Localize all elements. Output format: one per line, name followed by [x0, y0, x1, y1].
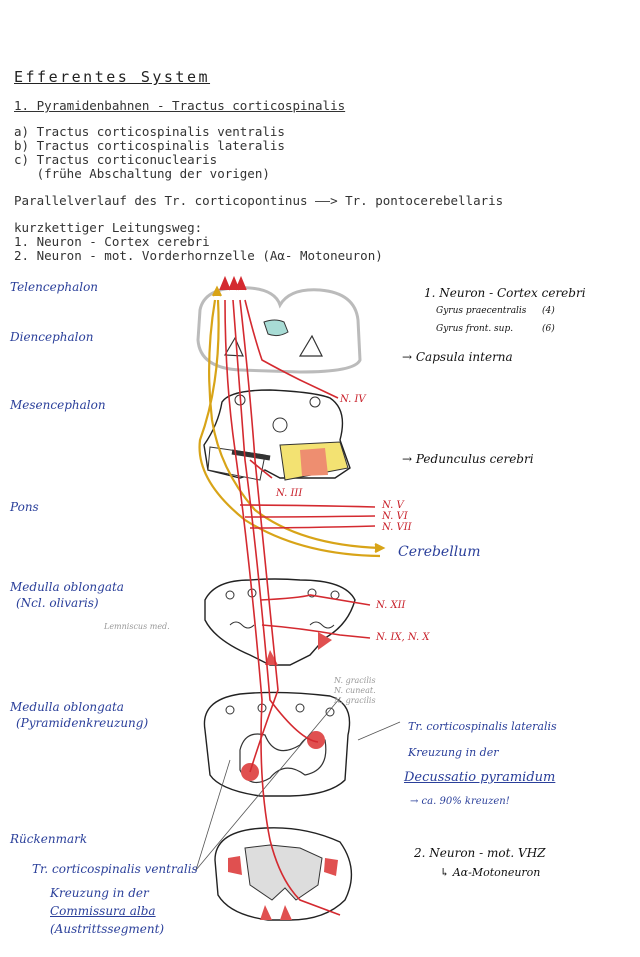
gyrus-number: (6): [542, 324, 555, 334]
pedunculus-red-area: [300, 448, 328, 476]
page-title: Efferentes System: [14, 68, 211, 86]
level-diencephalon: Diencephalon: [10, 330, 94, 344]
lateralis-note: Decussatio pyramidum: [404, 770, 556, 785]
corticonuclear-fiber-4: [244, 299, 339, 399]
nerve-label-5: N. V: [382, 500, 404, 511]
chain-item: 1. Neuron - Cortex cerebri: [14, 234, 210, 249]
corticonuclear-fiber-12: [259, 594, 371, 606]
lateralis-note: Kreuzung in der: [408, 746, 499, 759]
tract-item: a) Tractus corticospinalis ventralis: [14, 124, 285, 139]
level-telencephalon: Telencephalon: [10, 280, 99, 294]
decussation-nucleus: [225, 705, 235, 715]
lateralis-note: → ca. 90% kreuzen!: [410, 796, 510, 807]
gyrus-note: Gyrus praecentralis: [436, 306, 527, 316]
nerve-label-4: N. IV: [340, 394, 366, 405]
neuron2-note: ↳ Aα-Motoneuron: [440, 866, 541, 879]
pedunculus-note: → Pedunculus cerebri: [402, 452, 534, 466]
connector-lines: [195, 697, 401, 871]
neuron2-note: 2. Neuron - mot. VHZ: [414, 846, 546, 860]
third-ventricle: [263, 319, 289, 337]
nerve-label-9-10: N. IX, N. X: [376, 632, 430, 643]
level-medulla-2: Medulla oblongata: [10, 700, 124, 714]
level-rueckenmark: Rückenmark: [10, 832, 88, 846]
gracilis-label: N. cuneat.: [334, 686, 376, 695]
medulla-nucleus: [225, 590, 235, 600]
chain-heading: kurzkettiger Leitungsweg:: [14, 220, 203, 235]
pyramidal-fiber: [224, 299, 341, 916]
connector-line: [195, 759, 231, 871]
lateral-ventricle-right: [298, 334, 323, 357]
corticonuclear-fiber-5: [239, 504, 376, 508]
decussation-nucleus: [295, 703, 305, 713]
capsula-note: → Capsula interna: [402, 350, 513, 364]
corticonuclear-fiber-7: [249, 525, 376, 529]
medulla-nucleus: [307, 588, 317, 598]
ventralis-note: (Austrittssegment): [50, 922, 165, 936]
pyramidal-fiber: [239, 299, 279, 773]
connector-line: [357, 721, 401, 741]
pyramidal-tract: [219, 275, 376, 916]
telencephalon-section: [196, 286, 362, 374]
nerve-label-7: N. VII: [382, 522, 412, 533]
level-pons: Pons: [10, 500, 39, 514]
corticonuclear-fiber-9-10: [261, 624, 371, 639]
lateral-ventricle-left: [223, 336, 244, 357]
connector-line: [195, 697, 341, 871]
lemniscus-label: Lemniscus med.: [104, 622, 170, 631]
corticopontine-tract: [198, 285, 386, 558]
level-medulla-2-sub: (Pyramidenkreuzung): [16, 716, 149, 730]
tract-item: b) Tractus corticospinalis lateralis: [14, 138, 285, 153]
level-medulla-1: Medulla oblongata: [10, 580, 124, 594]
decussation-nucleus: [325, 707, 335, 717]
gyrus-note: Gyrus front. sup.: [436, 324, 514, 334]
spinal-gray-matter: [244, 844, 323, 901]
page-subtitle: 1. Pyramidenbahnen - Tractus corticospin…: [14, 98, 346, 113]
spinal-ventral-tract-right: [280, 905, 292, 920]
medulla-olivaris-section: [204, 578, 356, 666]
corticonuclear-fiber-6: [244, 515, 376, 518]
corticopontine-arrow: [212, 285, 222, 297]
cerebrum-outline: [196, 286, 362, 374]
spinal-lateral-tract-left: [228, 856, 242, 875]
corticopontine-fiber: [198, 299, 381, 558]
nerve-label-6: N. VI: [382, 511, 408, 522]
spinal-lateral-tract-right: [324, 858, 338, 876]
lateralis-note: Tr. corticospinalis lateralis: [408, 720, 557, 733]
substantia-nigra: [231, 449, 271, 461]
cerebellum-arrow: [374, 543, 386, 553]
nerve-label-3: N. III: [276, 488, 303, 499]
ventralis-note: Commissura alba: [50, 904, 156, 918]
nerve-label-12: N. XII: [376, 600, 406, 611]
corticopontine-fiber: [208, 299, 381, 550]
mesencephalon-section: [203, 389, 351, 481]
cerebellum-label: Cerebellum: [398, 544, 481, 560]
pyramidal-fiber: [232, 299, 319, 743]
colliculus-right: [309, 396, 321, 408]
pyramidal-arrow: [235, 275, 247, 291]
gracilis-label: N. gracilis: [334, 696, 376, 705]
spinal-cord-section: [214, 827, 353, 921]
chain-item: 2. Neuron - mot. Vorderhornzelle (Aα- Mo…: [14, 248, 383, 263]
gracilis-label: N. gracilis: [334, 676, 376, 685]
pyramidal-arrow: [219, 275, 231, 291]
level-mesencephalon: Mesencephalon: [10, 398, 106, 412]
parallel-note: Parallelverlauf des Tr. corticopontinus …: [14, 193, 504, 208]
ventralis-note: Tr. corticospinalis ventralis: [32, 862, 198, 876]
aqueduct: [272, 417, 288, 433]
ventralis-note: Kreuzung in der: [50, 886, 149, 900]
corticonuclear-fiber-3: [249, 459, 273, 479]
olive-left: [229, 621, 255, 629]
pyramid-right: [318, 632, 332, 650]
tract-item: c) Tractus corticonuclearis: [14, 152, 218, 167]
olive-right: [309, 621, 335, 629]
spinal-ventral-tract-left: [260, 905, 272, 920]
level-medulla-1-sub: (Ncl. olivaris): [16, 596, 99, 610]
neuron1-note: 1. Neuron - Cortex cerebri: [424, 286, 586, 300]
gyrus-number: (4): [542, 306, 555, 316]
tract-item: (frühe Abschaltung der vorigen): [14, 166, 270, 181]
lateral-tract-right: [307, 731, 325, 749]
